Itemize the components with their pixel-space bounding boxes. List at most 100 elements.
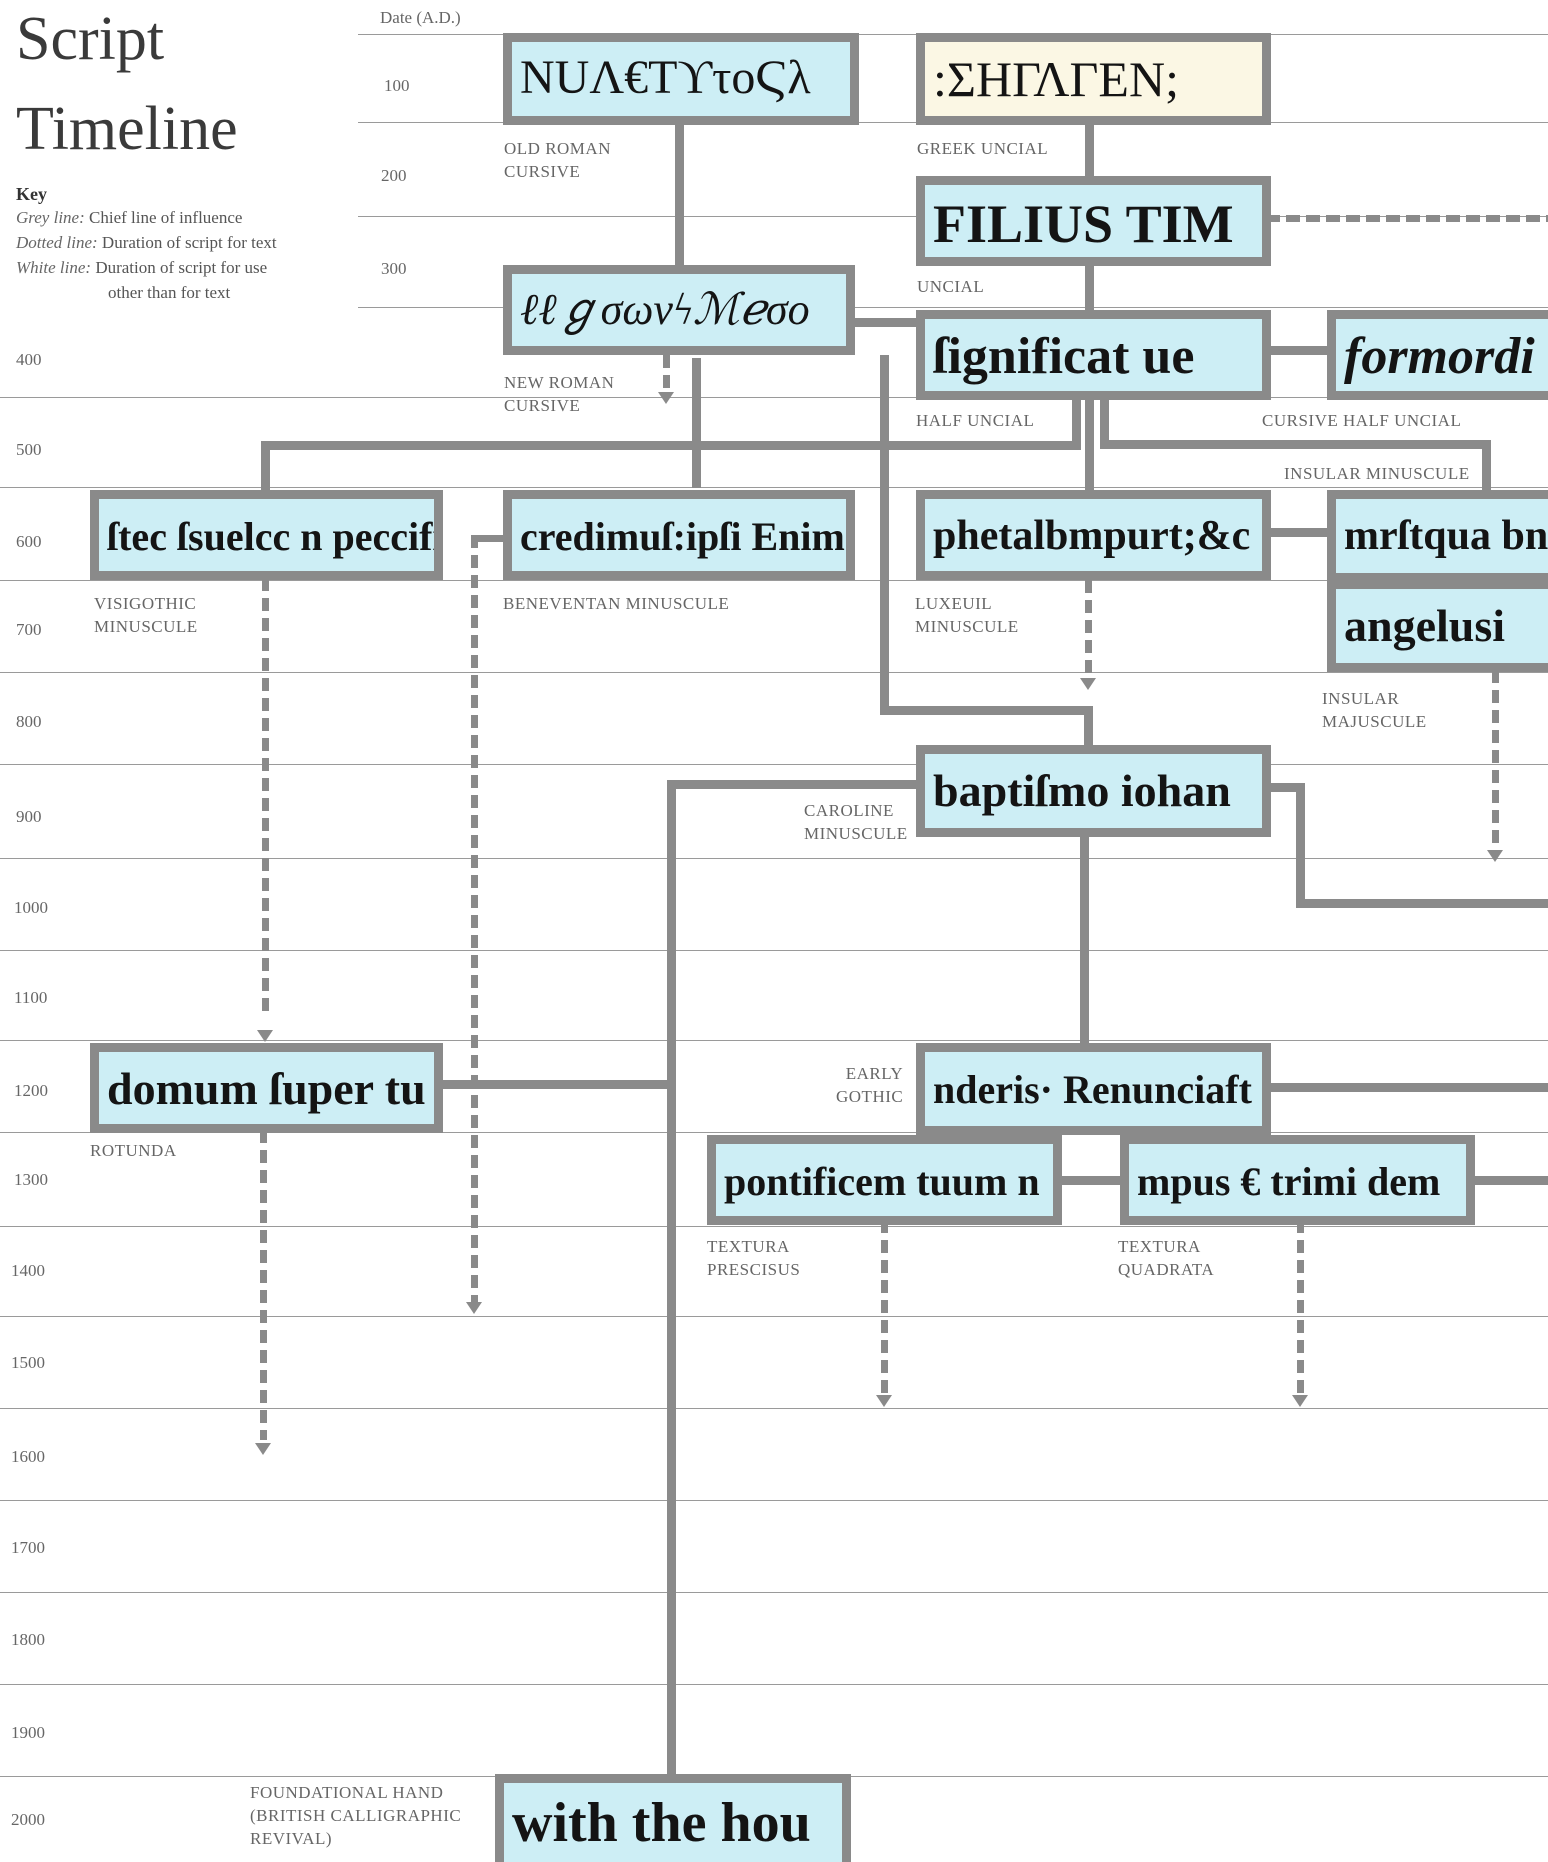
label-line: Foundational Hand xyxy=(250,1783,444,1802)
script-box-foundational-hand[interactable]: with the hou xyxy=(495,1774,851,1862)
title-line-1: Script xyxy=(16,5,165,73)
label-line: New Roman xyxy=(504,373,615,392)
label-greek-uncial: Greek Uncial xyxy=(917,138,1048,161)
influence-line xyxy=(1296,899,1548,908)
script-sample: ſignificat ue xyxy=(933,328,1195,385)
script-box-rotunda[interactable]: domum ſuper tu xyxy=(90,1043,443,1133)
key-desc: Duration of script for text xyxy=(101,233,277,252)
script-sample: phetalbmpurt;&c xyxy=(933,513,1251,559)
century-gridline xyxy=(0,950,1548,951)
century-gridline xyxy=(0,1500,1548,1501)
label-visigothic-minuscule: VisigothicMinuscule xyxy=(94,593,198,639)
script-box-textura-prescisus[interactable]: pontificem tuum n xyxy=(707,1135,1062,1225)
duration-line xyxy=(1085,580,1092,678)
label-half-uncial: Half Uncial xyxy=(916,410,1034,433)
year-label: 500 xyxy=(16,440,42,459)
key-row-white: White line: Duration of script for use xyxy=(16,258,267,278)
label-uncial: Uncial xyxy=(917,276,984,299)
year-label: 1600 xyxy=(11,1447,45,1466)
label-line: Textura xyxy=(1118,1237,1201,1256)
arrow-down-icon xyxy=(876,1395,892,1407)
label-line: Rotunda xyxy=(90,1141,177,1160)
duration-line xyxy=(260,1130,267,1440)
script-sample: ℓℓℊσωνϟℳℯσο xyxy=(520,285,810,334)
year-label: 800 xyxy=(16,712,42,731)
script-box-old-roman-cursive[interactable]: NUΛ€TϒτοϚλ xyxy=(503,33,859,125)
influence-line xyxy=(880,706,1092,715)
key-desc-continued: other than for text xyxy=(108,283,231,302)
label-line: Prescisus xyxy=(707,1259,801,1279)
script-box-new-roman-cursive[interactable]: ℓℓℊσωνϟℳℯσο xyxy=(503,265,855,355)
script-box-greek-uncial[interactable]: :ΣΗΓΛΓΕΝ; xyxy=(916,33,1271,125)
influence-line xyxy=(692,358,701,488)
duration-line xyxy=(1266,215,1548,222)
duration-line xyxy=(881,1220,888,1395)
century-gridline xyxy=(0,1408,1548,1409)
duration-line xyxy=(663,355,670,393)
century-gridline xyxy=(0,858,1548,859)
key-heading: Key xyxy=(16,184,47,204)
century-gridline xyxy=(0,487,1548,488)
influence-line xyxy=(880,355,889,715)
influence-line xyxy=(1482,440,1491,494)
year-label: 1200 xyxy=(14,1081,48,1100)
label-line: Minuscule xyxy=(804,823,908,843)
label-line: Insular Minuscule xyxy=(1284,464,1470,483)
year-label: 1000 xyxy=(14,898,48,917)
script-sample: with the hou xyxy=(512,1792,811,1854)
script-box-cursive-half-uncial[interactable]: formordi xyxy=(1327,310,1548,400)
influence-line xyxy=(1296,783,1305,908)
century-gridline xyxy=(0,1592,1548,1593)
label-insular-majuscule: InsularMajuscule xyxy=(1322,688,1427,734)
duration-line xyxy=(262,578,269,1018)
script-box-caroline-minuscule[interactable]: baptiſmo iohan xyxy=(916,745,1271,837)
century-gridline xyxy=(0,397,1548,398)
script-box-beneventan-minuscule[interactable]: credimuſ:ipſi Enim xyxy=(503,490,855,580)
script-sample: mpus € trimi dem xyxy=(1137,1159,1441,1204)
year-label: 1100 xyxy=(14,988,48,1007)
label-textura-prescisus: TexturaPrescisus xyxy=(707,1236,800,1282)
key-row-grey: Grey line: Chief line of influence xyxy=(16,208,242,228)
century-gridline xyxy=(0,1132,1548,1133)
script-sample: baptiſmo iohan xyxy=(933,765,1231,816)
arrow-down-icon xyxy=(658,392,674,404)
script-sample: FILIUS TIM xyxy=(933,194,1234,254)
label-caroline-minuscule: CarolineMinuscule xyxy=(804,800,908,846)
label-line: (British Calligraphic xyxy=(250,1805,462,1825)
year-label: 600 xyxy=(16,532,42,551)
label-line: Minuscule xyxy=(94,616,198,636)
influence-line xyxy=(261,441,1081,450)
influence-line xyxy=(675,122,684,272)
key-desc: Duration of script for use xyxy=(95,258,268,277)
arrow-down-icon xyxy=(1292,1395,1308,1407)
script-box-early-gothic[interactable]: nderis· Renunciaft xyxy=(916,1043,1271,1135)
label-textura-quadrata: TexturaQuadrata xyxy=(1118,1236,1214,1282)
arrow-down-icon xyxy=(255,1443,271,1455)
script-box-insular-minuscule[interactable]: mrſtqua bne xyxy=(1327,490,1548,582)
script-sample: mrſtqua bne xyxy=(1344,513,1548,559)
influence-line xyxy=(667,780,920,789)
script-box-insular-majuscule[interactable]: angelusi xyxy=(1327,580,1548,672)
influence-line xyxy=(433,1080,673,1089)
label-line: Half Uncial xyxy=(916,411,1035,430)
script-box-half-uncial[interactable]: ſignificat ue xyxy=(916,310,1271,400)
script-box-textura-quadrata[interactable]: mpus € trimi dem xyxy=(1120,1135,1475,1225)
influence-line xyxy=(261,441,270,493)
label-line: Early xyxy=(845,1064,904,1083)
influence-line xyxy=(1263,1083,1548,1092)
script-box-luxeuil-minuscule[interactable]: phetalbmpurt;&c xyxy=(916,490,1271,580)
script-box-uncial[interactable]: FILIUS TIM xyxy=(916,176,1271,266)
influence-line xyxy=(471,535,506,542)
script-sample: pontificem tuum n xyxy=(724,1159,1040,1204)
key-term: Grey line: xyxy=(16,208,85,227)
influence-line xyxy=(1263,528,1331,537)
label-line: Old Roman xyxy=(504,139,611,158)
duration-line xyxy=(471,535,478,1303)
label-line: Textura xyxy=(707,1237,790,1256)
script-sample: formordi xyxy=(1344,328,1535,385)
century-gridline xyxy=(0,1040,1548,1041)
script-box-visigothic-minuscule[interactable]: ſtec ſsuelcc n peccifi xyxy=(90,490,443,580)
influence-line xyxy=(667,780,676,1780)
influence-line xyxy=(1085,260,1094,317)
year-label: 400 xyxy=(16,350,42,369)
